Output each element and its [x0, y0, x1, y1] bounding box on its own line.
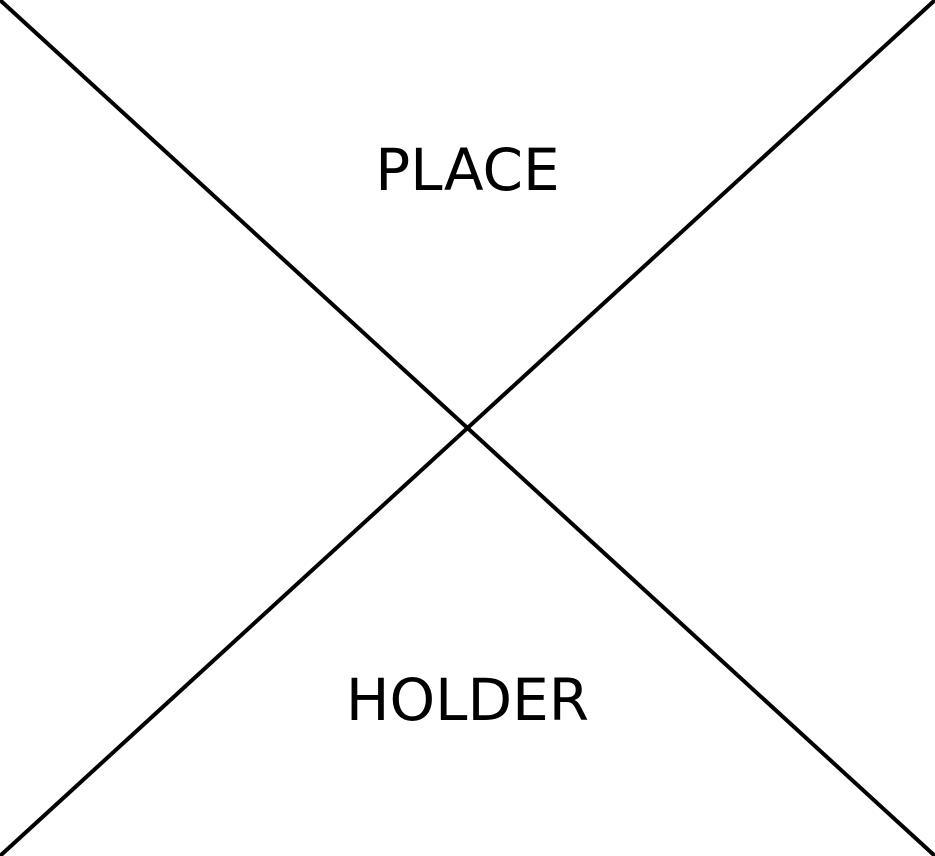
placeholder-top-text: PLACE: [375, 136, 560, 204]
placeholder-bottom-text: HOLDER: [345, 666, 590, 734]
